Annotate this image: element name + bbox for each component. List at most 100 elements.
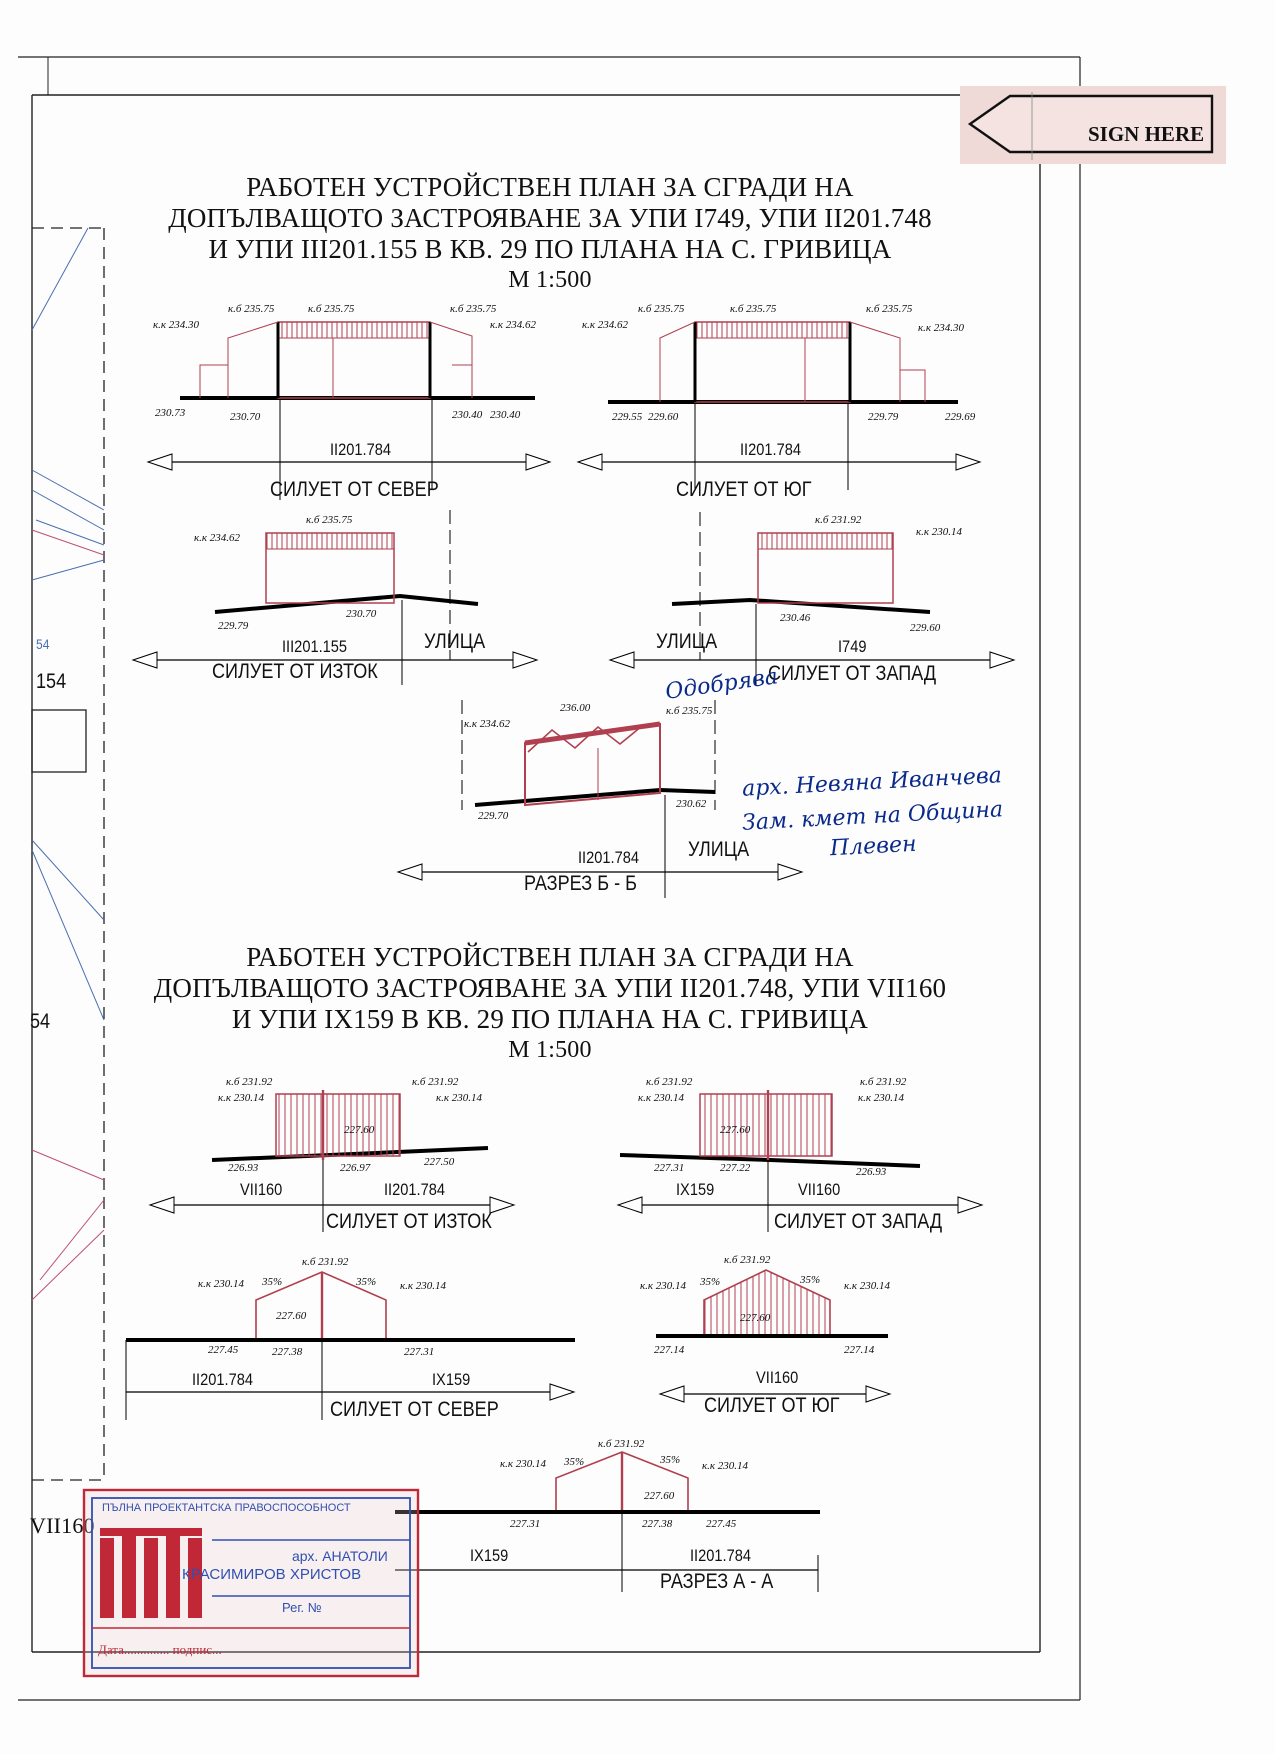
plot-label: VII160 — [240, 1180, 283, 1199]
west-silhouette-figure — [608, 512, 1016, 685]
elevation-mark: 229.69 — [945, 411, 976, 423]
elevation-mark: к.б 231.92 — [226, 1076, 273, 1088]
plan2-west-caption: СИЛУЕТ ОТ ЗАПАД — [774, 1210, 943, 1233]
architect-stamp: ПЪЛНА ПРОЕКТАНТСКА ПРАВОСПОСОБНОСТ арх. … — [82, 1488, 420, 1678]
elevation-mark: 227.60 — [740, 1312, 771, 1324]
plot-label: IX159 — [470, 1546, 509, 1565]
plan2-east-figure — [148, 1090, 516, 1232]
plan1-title-line1: РАБОТЕН УСТРОЙСТВЕН ПЛАН ЗА СГРАДИ НА — [246, 172, 854, 202]
street-label: УЛИЦА — [424, 630, 486, 653]
south-silhouette-figure — [576, 321, 982, 490]
elevation-mark: 227.45 — [706, 1518, 737, 1530]
elevation-mark: 227.60 — [720, 1124, 751, 1136]
plan2-scale: М 1:500 — [508, 1037, 592, 1063]
elevation-mark: к.б 235.75 — [730, 303, 777, 315]
plan1-title-line3: И УПИ III201.155 В КВ. 29 ПО ПЛАНА НА С.… — [208, 234, 892, 264]
stamp-frame — [82, 1488, 420, 1678]
sign-here-arrow-icon — [967, 92, 1214, 160]
elevation-mark: к.к 234.30 — [153, 319, 200, 331]
elevation-mark: к.к 230.14 — [640, 1280, 687, 1292]
plot-label: II201.784 — [192, 1370, 253, 1389]
roof-slope: 35% — [660, 1454, 681, 1466]
elevation-mark: 229.79 — [218, 620, 249, 632]
elevation-mark: к.б 235.75 — [306, 514, 353, 526]
elevation-mark: к.б 235.75 — [866, 303, 913, 315]
elevation-mark: к.к 234.62 — [490, 319, 537, 331]
elevation-mark: к.к 230.14 — [198, 1278, 245, 1290]
street-label: УЛИЦА — [688, 838, 750, 861]
south-silhouette-caption: СИЛУЕТ ОТ ЮГ — [676, 478, 812, 501]
east-silhouette-caption: СИЛУЕТ ОТ ИЗТОК — [212, 660, 378, 683]
plan2-east-caption: СИЛУЕТ ОТ ИЗТОК — [326, 1210, 492, 1233]
elevation-mark: к.к 230.14 — [400, 1280, 447, 1292]
elevation-mark: к.б 231.92 — [302, 1256, 349, 1268]
plan2-north-caption: СИЛУЕТ ОТ СЕВЕР — [330, 1398, 499, 1421]
elevation-mark: 230.46 — [780, 612, 811, 624]
elevation-mark: 229.55 — [612, 411, 643, 423]
elevation-mark: 230.40 — [490, 409, 521, 421]
elevation-mark: 230.40 — [452, 409, 483, 421]
street-label: УЛИЦА — [656, 630, 718, 653]
elevation-mark: 226.97 — [340, 1162, 371, 1174]
elevation-mark: 227.60 — [344, 1124, 375, 1136]
plot-label: II201.784 — [330, 440, 391, 459]
elevation-mark: к.б 235.75 — [228, 303, 275, 315]
elevation-mark: 227.45 — [208, 1344, 239, 1356]
plan2-west-figure — [616, 1090, 984, 1232]
elevation-mark: к.к 230.14 — [638, 1092, 685, 1104]
sign-here-tab[interactable]: SIGN HERE — [960, 86, 1226, 164]
plot-label: III201.155 — [282, 637, 348, 656]
plot-label: I749 — [838, 637, 867, 656]
elevation-mark: к.б 231.92 — [724, 1254, 771, 1266]
elevation-mark: 230.73 — [155, 407, 186, 419]
plot-label: II201.784 — [578, 848, 639, 867]
elevation-mark: к.б 231.92 — [412, 1076, 459, 1088]
plan2-south-caption: СИЛУЕТ ОТ ЮГ — [704, 1394, 840, 1417]
left-plan-number: 54 — [30, 1010, 51, 1033]
north-silhouette-caption: СИЛУЕТ ОТ СЕВЕР — [270, 478, 439, 501]
elevation-mark: к.б 231.92 — [815, 514, 862, 526]
elevation-mark: 227.14 — [844, 1344, 875, 1356]
west-silhouette-caption: СИЛУЕТ ОТ ЗАПАД — [768, 662, 937, 685]
left-plan-number: 54 — [36, 636, 50, 652]
elevation-mark: к.б 231.92 — [860, 1076, 907, 1088]
elevation-mark: к.к 234.30 — [918, 322, 965, 334]
roof-slope: 35% — [356, 1276, 377, 1288]
elevation-mark: к.к 230.14 — [702, 1460, 749, 1472]
elevation-mark: к.к 234.62 — [194, 532, 241, 544]
elevation-mark: к.к 234.62 — [582, 319, 629, 331]
roof-slope: 35% — [800, 1274, 821, 1286]
elevation-mark: к.к 230.14 — [218, 1092, 265, 1104]
elevation-mark: 227.38 — [642, 1518, 673, 1530]
elevation-mark: 227.38 — [272, 1346, 303, 1358]
elevation-mark: 236.00 — [560, 702, 591, 714]
elevation-mark: 227.60 — [644, 1490, 675, 1502]
section-bb-caption: РАЗРЕЗ Б - Б — [524, 872, 637, 895]
elevation-mark: 226.93 — [228, 1162, 259, 1174]
section-bb-figure — [396, 700, 804, 898]
roof-slope: 35% — [700, 1276, 721, 1288]
plot-label: VII160 — [756, 1368, 799, 1387]
elevation-mark: 227.14 — [654, 1344, 685, 1356]
plan1-title-line2: ДОПЪЛВАЩОТО ЗАСТРОЯВАНЕ ЗА УПИ I749, УПИ… — [168, 203, 932, 233]
elevation-mark: к.к 230.14 — [500, 1458, 547, 1470]
plot-label: IX159 — [676, 1180, 715, 1199]
stamp-logo-icon — [100, 1528, 202, 1618]
elevation-mark: 227.60 — [276, 1310, 307, 1322]
elevation-mark: 229.60 — [648, 411, 679, 423]
roof-slope: 35% — [262, 1276, 283, 1288]
elevation-mark: 230.70 — [230, 411, 261, 423]
elevation-mark: 229.79 — [868, 411, 899, 423]
elevation-mark: 230.70 — [346, 608, 377, 620]
elevation-mark: к.б 235.75 — [638, 303, 685, 315]
elevation-mark: к.б 235.75 — [450, 303, 497, 315]
plot-label: II201.784 — [740, 440, 801, 459]
plot-label: VII160 — [798, 1180, 841, 1199]
elevation-mark: 227.31 — [404, 1346, 435, 1358]
elevation-mark: к.к 234.62 — [464, 718, 511, 730]
plan2-title-line1: РАБОТЕН УСТРОЙСТВЕН ПЛАН ЗА СГРАДИ НА — [246, 942, 854, 972]
elevation-mark: к.к 230.14 — [916, 526, 963, 538]
